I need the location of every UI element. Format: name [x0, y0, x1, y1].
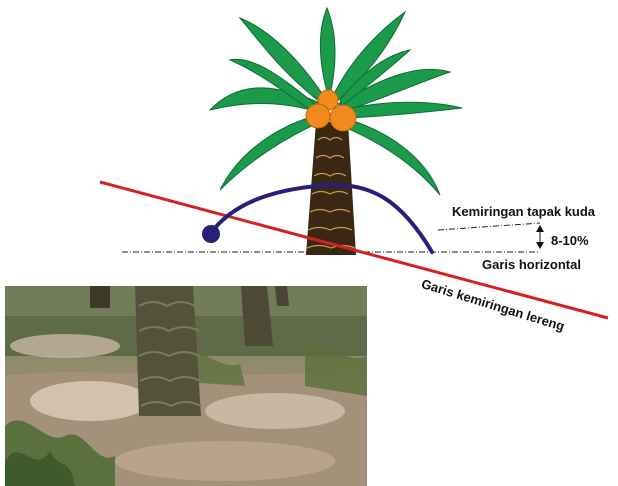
- frond-mid-left: [228, 58, 321, 115]
- tapak-kuda-slope-line: [437, 222, 541, 231]
- label-garis-horizontal: Garis horizontal: [482, 257, 581, 272]
- frond-inner-right: [339, 49, 412, 107]
- fruit-cluster: [305, 89, 357, 132]
- frond-top: [319, 6, 336, 96]
- terrace-curve-end-dot: [202, 225, 220, 243]
- terrace-curve: [208, 182, 434, 254]
- label-percent: 8-10%: [551, 233, 589, 248]
- plantation-photo-drawing: [5, 286, 367, 486]
- frond-low-left: [219, 114, 321, 191]
- frond-mid-right: [337, 68, 452, 113]
- palm-trunk: [306, 122, 356, 255]
- label-kemiringan-tapak-kuda: Kemiringan tapak kuda: [452, 204, 596, 219]
- frond-upper-left: [238, 16, 326, 103]
- frond-right-long: [341, 101, 463, 119]
- slope-line: [99, 180, 609, 320]
- frond-low-right: [341, 117, 441, 196]
- plantation-photo: [5, 286, 367, 486]
- percent-indicator: [536, 225, 544, 249]
- palm-crown: [208, 6, 463, 196]
